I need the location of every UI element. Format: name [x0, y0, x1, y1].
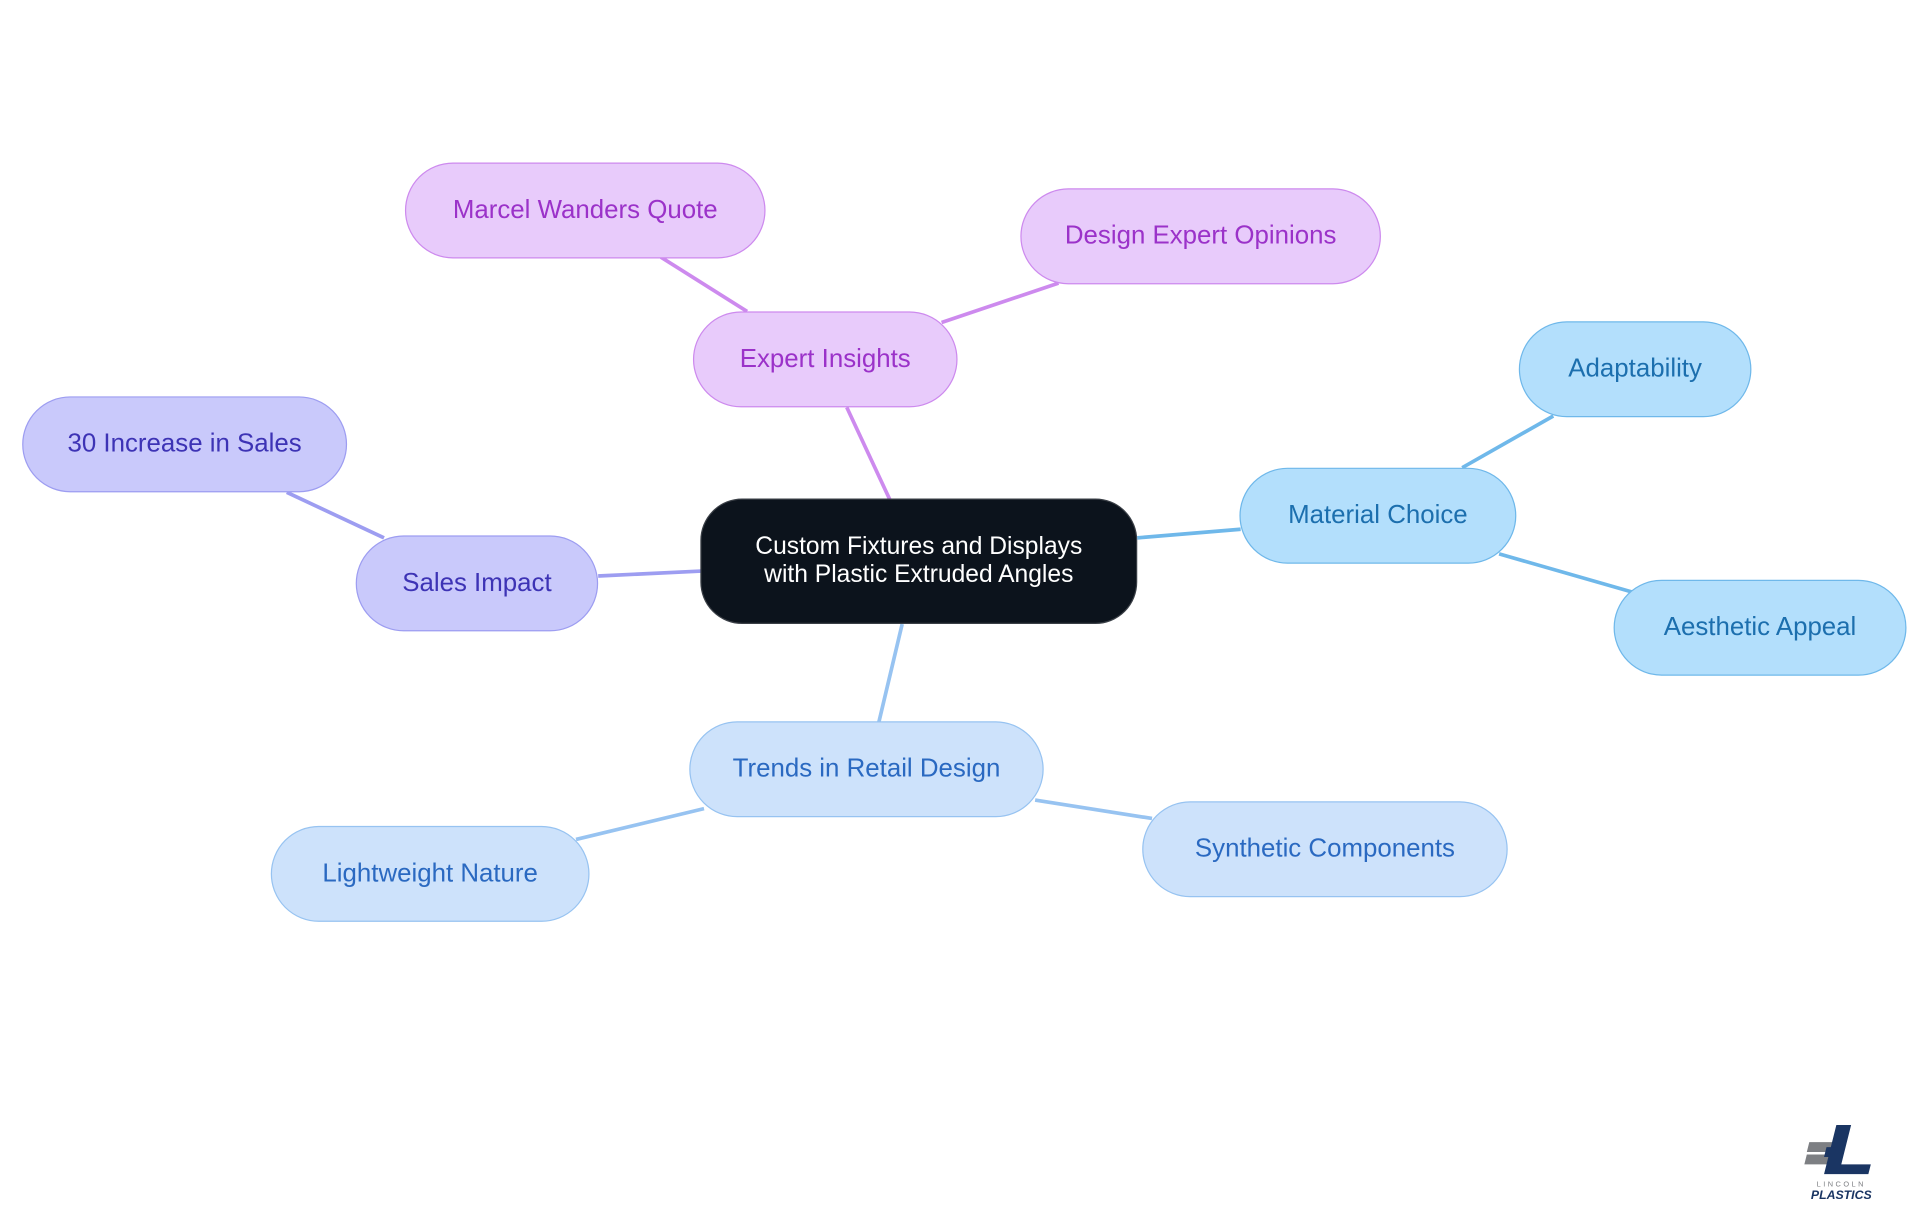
edge-root-trends	[876, 623, 904, 723]
aesthetic-appeal-label: Aesthetic Appeal	[1663, 612, 1857, 642]
material-choice-label: Material Choice	[1288, 500, 1468, 530]
edge-sales-increase	[285, 490, 385, 540]
material-choice-node: Material Choice	[1239, 467, 1517, 564]
expert-insights-node: Expert Insights	[692, 311, 958, 408]
aesthetic-appeal-node: Aesthetic Appeal	[1613, 579, 1907, 676]
logo-mark: LINCOLN PLASTICS	[1804, 1124, 1873, 1202]
adaptability-node: Adaptability	[1518, 321, 1752, 418]
trends-retail-design-label: Trends in Retail Design	[732, 754, 1001, 783]
design-expert-opinions-label: Design Expert Opinions	[1064, 221, 1337, 250]
design-expert-opinions-node: Design Expert Opinions	[1020, 188, 1381, 285]
logo-line2: PLASTICS	[1811, 1188, 1873, 1202]
root-node: Custom Fixtures and Displays with Plasti…	[700, 498, 1138, 625]
lincoln-plastics-logo: LINCOLN PLASTICS	[1799, 1120, 1878, 1206]
edge-trends-lightweight	[575, 806, 705, 842]
synthetic-components-node: Synthetic Components	[1142, 801, 1508, 898]
edge-expert-design	[940, 281, 1060, 325]
lightweight-nature-node: Lightweight Nature	[270, 825, 590, 922]
edge-material-adaptability	[1461, 414, 1555, 470]
root-node-line1: Custom Fixtures and Displays	[755, 532, 1083, 561]
edge-expert-marcel	[659, 255, 749, 313]
lightweight-nature-label: Lightweight Nature	[322, 859, 538, 888]
synthetic-components-label: Synthetic Components	[1194, 834, 1455, 863]
adaptability-label: Adaptability	[1568, 354, 1702, 383]
marcel-wanders-quote-node: Marcel Wanders Quote	[404, 162, 766, 259]
root-node-line2: with Plastic Extruded Angles	[764, 561, 1074, 589]
expert-insights-label: Expert Insights	[739, 344, 911, 373]
sales-impact-node: Sales Impact	[355, 535, 599, 632]
edge-root-material-choice	[1137, 527, 1241, 540]
logo-line1: LINCOLN	[1817, 1179, 1866, 1188]
sales-increase-node: 30 Increase in Sales	[22, 396, 348, 493]
edge-trends-synthetic	[1034, 798, 1153, 821]
sales-impact-label: Sales Impact	[402, 568, 552, 597]
sales-increase-label: 30 Increase in Sales	[67, 429, 302, 458]
edge-root-expert-insights	[845, 406, 892, 501]
marcel-wanders-quote-label: Marcel Wanders Quote	[452, 195, 718, 224]
trends-retail-design-node: Trends in Retail Design	[689, 721, 1044, 818]
edge-material-aesthetic	[1498, 552, 1633, 594]
edge-root-sales-impact	[598, 569, 702, 578]
